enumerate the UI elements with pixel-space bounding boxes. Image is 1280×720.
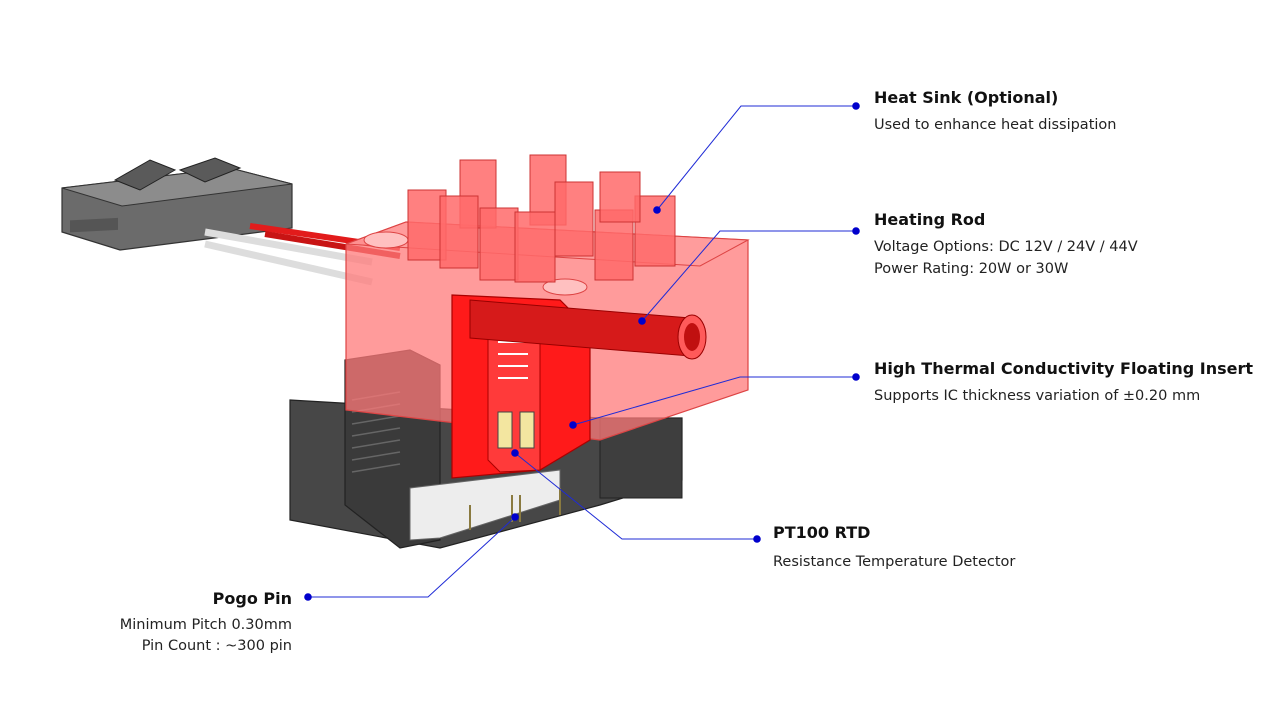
heating-rod-voltage: Voltage Options: DC 12V / 24V / 44V bbox=[874, 239, 1138, 255]
pt100-desc: Resistance Temperature Detector bbox=[773, 554, 1016, 570]
pogo-pin-title: Pogo Pin bbox=[212, 589, 292, 608]
cable-connector bbox=[61, 157, 293, 251]
leader-pt100 bbox=[514, 452, 757, 540]
leader-pogo-pin bbox=[308, 516, 516, 598]
heat-sink-fins bbox=[407, 154, 676, 283]
dot-heat-sink bbox=[852, 102, 860, 110]
leader-heat-sink bbox=[656, 105, 856, 211]
floating-insert-title: High Thermal Conductivity Floating Inser… bbox=[874, 359, 1254, 378]
dot-heat-sink-target bbox=[653, 206, 661, 214]
callout-heat-sink: Heat Sink (Optional) Used to enhance hea… bbox=[874, 88, 1116, 136]
leader-dots bbox=[304, 102, 860, 601]
callout-floating-insert: High Thermal Conductivity Floating Inser… bbox=[874, 359, 1253, 407]
dot-heating-rod bbox=[852, 227, 860, 235]
dot-floating-insert-target bbox=[569, 421, 577, 429]
leader-lines bbox=[308, 105, 856, 598]
leader-floating-insert bbox=[572, 376, 856, 426]
dot-pt100 bbox=[753, 535, 761, 543]
callout-heating-rod: Heating Rod Voltage Options: DC 12V / 24… bbox=[874, 210, 1138, 280]
heating-rod-title: Heating Rod bbox=[874, 210, 986, 229]
dot-pogo-pin bbox=[304, 593, 312, 601]
heating-rod bbox=[469, 299, 707, 360]
callout-pogo-pin: Pogo Pin Minimum Pitch 0.30mm Pin Count … bbox=[120, 589, 292, 657]
callout-pt100: PT100 RTD Resistance Temperature Detecto… bbox=[773, 523, 1015, 573]
heat-sink-desc: Used to enhance heat dissipation bbox=[874, 117, 1117, 133]
pogo-pin-count: Pin Count : ~300 pin bbox=[141, 638, 292, 654]
dot-pt100-target bbox=[511, 449, 519, 457]
dot-floating-insert bbox=[852, 373, 860, 381]
floating-insert-desc: Supports IC thickness variation of ±0.20… bbox=[874, 388, 1201, 404]
dot-heating-rod-target bbox=[638, 317, 646, 325]
heating-rod-power: Power Rating: 20W or 30W bbox=[874, 261, 1069, 277]
pogo-pin-pitch: Minimum Pitch 0.30mm bbox=[119, 617, 292, 633]
heat-sink-title: Heat Sink (Optional) bbox=[874, 88, 1059, 107]
leader-heating-rod bbox=[641, 230, 856, 322]
dot-pogo-pin-target bbox=[511, 513, 519, 521]
pt100-title: PT100 RTD bbox=[773, 523, 871, 542]
